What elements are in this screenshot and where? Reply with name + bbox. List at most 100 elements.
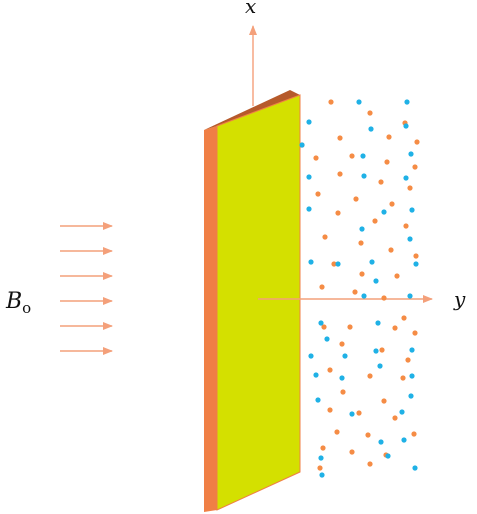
particle-blue	[399, 409, 405, 415]
particle-orange	[407, 185, 413, 191]
particle-blue	[369, 259, 375, 265]
particle-blue	[401, 437, 407, 443]
particle-blue	[375, 320, 381, 326]
plate-top-edge	[204, 90, 300, 130]
particle-blue	[361, 293, 367, 299]
particle-orange	[414, 139, 420, 145]
particle-blue	[335, 261, 341, 267]
particle-blue	[342, 353, 348, 359]
particle-orange	[321, 324, 327, 330]
particle-orange	[381, 398, 387, 404]
particle-blue	[349, 411, 355, 417]
particle-blue	[306, 206, 312, 212]
particle-orange	[386, 134, 392, 140]
particle-orange	[381, 295, 387, 301]
particle-blue	[409, 347, 415, 353]
particle-blue	[308, 353, 314, 359]
particle-blue	[368, 126, 374, 132]
particle-orange	[358, 240, 364, 246]
fluid-particles	[299, 99, 420, 478]
particle-orange	[349, 449, 355, 455]
plate	[204, 90, 301, 512]
particle-blue	[373, 348, 379, 354]
particle-orange	[340, 389, 346, 395]
particle-blue	[409, 373, 415, 379]
x-axis-label: x	[245, 0, 256, 18]
particle-orange	[379, 347, 385, 353]
particle-orange	[394, 273, 400, 279]
particle-blue	[378, 439, 384, 445]
particle-orange	[334, 429, 340, 435]
particle-orange	[319, 284, 325, 290]
particle-blue	[381, 209, 387, 215]
particle-blue	[318, 455, 324, 461]
particle-orange	[315, 191, 321, 197]
particle-orange	[352, 289, 358, 295]
particle-blue	[361, 173, 367, 179]
particle-blue	[339, 375, 345, 381]
particle-orange	[331, 261, 337, 267]
particle-orange	[403, 223, 409, 229]
particle-blue	[299, 142, 305, 148]
particle-orange	[335, 210, 341, 216]
particle-blue	[324, 336, 330, 342]
particle-blue	[308, 259, 314, 265]
particle-orange	[372, 218, 378, 224]
particle-blue	[377, 363, 383, 369]
particle-orange	[378, 179, 384, 185]
particle-blue	[359, 226, 365, 232]
particle-blue	[407, 236, 413, 242]
particle-orange	[356, 410, 362, 416]
particle-blue	[318, 320, 324, 326]
particle-blue	[407, 293, 413, 299]
particle-orange	[367, 373, 373, 379]
particle-orange	[320, 445, 326, 451]
particle-orange	[392, 325, 398, 331]
particle-orange	[327, 407, 333, 413]
particle-blue	[385, 453, 391, 459]
particle-orange	[317, 465, 323, 471]
particle-blue	[373, 278, 379, 284]
plate-front-face	[216, 94, 301, 511]
particle-blue	[306, 174, 312, 180]
particle-blue	[319, 472, 325, 478]
particle-orange	[401, 315, 407, 321]
particle-orange	[400, 375, 406, 381]
particle-orange	[339, 341, 345, 347]
particle-orange	[328, 99, 334, 105]
particle-orange	[349, 153, 355, 159]
particle-orange	[384, 159, 390, 165]
field-subscript: o	[22, 299, 31, 317]
particle-orange	[389, 201, 395, 207]
particle-blue	[408, 151, 414, 157]
particle-blue	[313, 372, 319, 378]
particle-orange	[367, 110, 373, 116]
plate-side-face	[204, 126, 217, 512]
particle-blue	[404, 99, 410, 105]
particle-blue	[403, 175, 409, 181]
particle-orange	[405, 357, 411, 363]
y-axis-label: y	[453, 287, 466, 311]
particle-orange	[359, 271, 365, 277]
particle-orange	[388, 247, 394, 253]
particle-orange	[367, 461, 373, 467]
particle-orange	[347, 324, 353, 330]
particle-blue	[412, 465, 418, 471]
particle-orange	[327, 367, 333, 373]
particle-orange	[365, 432, 371, 438]
particle-orange	[412, 164, 418, 170]
field-label: Bo	[5, 289, 31, 317]
particle-orange	[413, 253, 419, 259]
particle-orange	[392, 415, 398, 421]
particle-blue	[413, 261, 419, 267]
particle-blue	[360, 153, 366, 159]
particle-blue	[403, 123, 409, 129]
particle-orange	[337, 171, 343, 177]
particle-orange	[313, 155, 319, 161]
magnetic-field-arrows	[60, 222, 113, 355]
particle-blue	[356, 99, 362, 105]
particle-blue	[315, 397, 321, 403]
particle-blue	[409, 207, 415, 213]
particle-orange	[412, 330, 418, 336]
particle-blue	[306, 119, 312, 125]
